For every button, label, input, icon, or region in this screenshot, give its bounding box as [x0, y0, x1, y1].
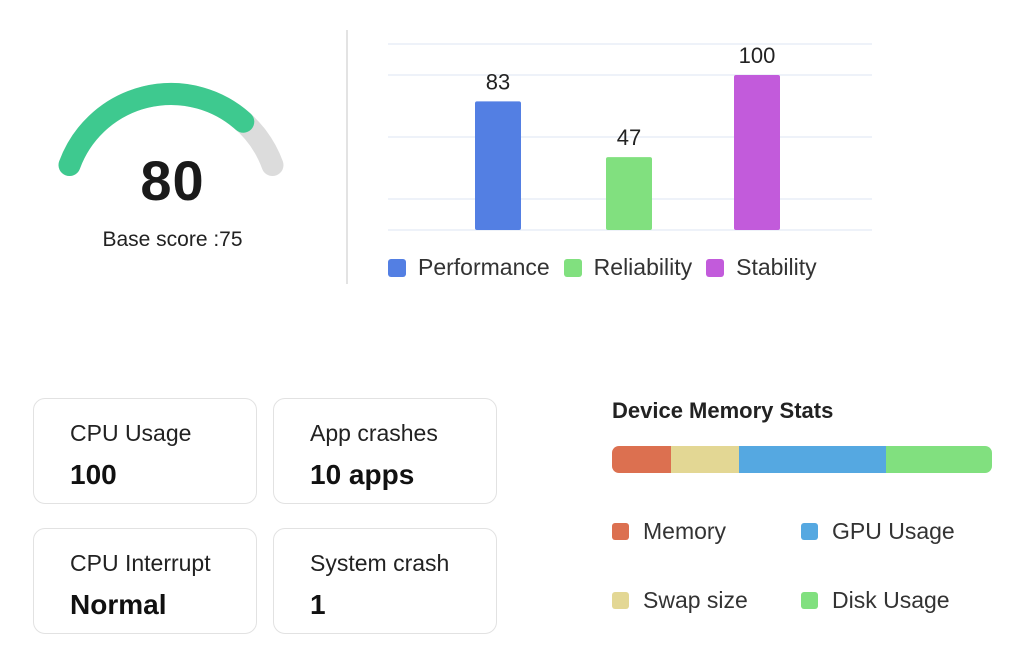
disk-usage-segment: [885, 446, 992, 473]
legend-swatch: [706, 258, 725, 277]
gauge-fill: [58, 83, 255, 177]
swap-size-segment: [670, 446, 740, 473]
legend-label: Performance: [418, 254, 550, 280]
bar-value-label: 83: [486, 69, 510, 94]
memory-stats-title: Device Memory Stats: [612, 398, 834, 423]
legend-item-reliability: Reliability: [563, 254, 693, 281]
legend-item-performance: Performance: [388, 254, 550, 281]
section-divider: [346, 30, 348, 284]
chart-bars: [475, 75, 780, 230]
stat-value: 10 apps: [310, 459, 415, 490]
stat-label: CPU Interrupt: [70, 550, 211, 576]
memory-legend-disk-usage: Disk Usage: [801, 587, 950, 614]
memory-legend-swap-size: Swap size: [612, 587, 748, 614]
bar-stability: [734, 75, 780, 230]
score-bar-chart: 83 47 100: [388, 43, 872, 231]
legend-swatch: [388, 258, 406, 277]
chart-legend: Performance Reliability Stability: [388, 254, 831, 281]
chart-value-labels: 83 47 100: [486, 43, 776, 150]
bar-value-label: 100: [739, 43, 776, 68]
memory-legend-gpu-usage: GPU Usage: [801, 518, 955, 545]
base-score-label: Base score :75: [102, 228, 243, 251]
memory-stacked-bar: [612, 446, 992, 473]
stat-card-cpu-interrupt: CPU Interrupt Normal: [33, 528, 257, 634]
legend-swatch: [563, 258, 582, 277]
gauge-arc: [58, 83, 284, 177]
legend-label: Reliability: [593, 254, 693, 280]
legend-label: Disk Usage: [832, 587, 950, 613]
legend-label: GPU Usage: [832, 518, 955, 544]
legend-swatch: [612, 592, 629, 609]
stat-card-cpu-usage: CPU Usage 100: [33, 398, 257, 504]
chart-gridlines: [388, 43, 872, 231]
legend-label: Memory: [643, 518, 727, 544]
stat-value: 1: [310, 589, 326, 620]
stat-label: CPU Usage: [70, 420, 192, 446]
score-value: 80: [140, 149, 205, 212]
legend-item-stability: Stability: [706, 254, 817, 281]
stat-value: Normal: [70, 589, 167, 620]
stat-label: System crash: [310, 550, 450, 576]
memory-legend-memory: Memory: [612, 518, 726, 545]
legend-swatch: [612, 523, 629, 540]
gpu-usage-segment: [739, 446, 886, 473]
legend-label: Swap size: [643, 587, 748, 613]
stat-card-system-crash: System crash 1: [273, 528, 497, 634]
stat-label: App crashes: [310, 420, 438, 446]
bar-reliability: [606, 157, 652, 230]
stat-card-app-crashes: App crashes 10 apps: [273, 398, 497, 504]
bar-value-label: 47: [617, 125, 641, 150]
legend-swatch: [801, 592, 818, 609]
stat-value: 100: [70, 459, 117, 490]
legend-swatch: [801, 523, 818, 540]
memory-segment: [612, 446, 671, 473]
legend-label: Stability: [736, 254, 817, 280]
bar-performance: [475, 101, 521, 230]
